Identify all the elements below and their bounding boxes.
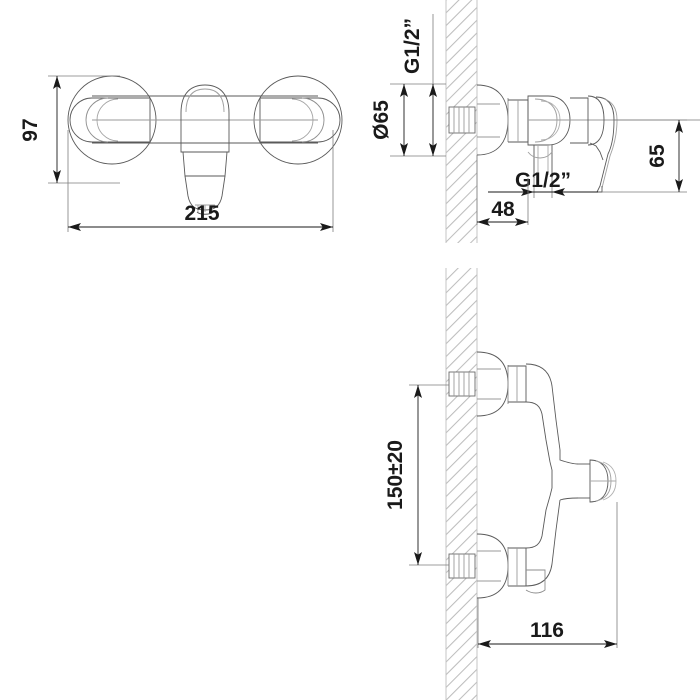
lever-shaft-upper: [182, 151, 228, 177]
arrow-215-right: [320, 223, 333, 231]
arrow-outlet-right: [552, 188, 565, 196]
arrow-150-down: [414, 552, 422, 565]
side-section-view-bottom: 150±20 116: [384, 268, 618, 700]
dimension-front-width: 215: [67, 130, 334, 232]
dimension-label-inlet-thread: G1/2”: [401, 18, 424, 74]
body-upper-shoulder: [559, 450, 579, 465]
wall-section-bottom: [445, 268, 478, 700]
side-section-view-top: Ø65 G1/2” G1/2” 48: [370, 0, 700, 243]
upper-elbow-inner: [525, 401, 551, 463]
arrow-inlet-up: [429, 84, 437, 97]
inlet-nipple-body: [448, 106, 476, 134]
lower-nipple-body: [448, 553, 476, 579]
dimension-projection: 48: [476, 155, 529, 226]
arrow-97-down: [53, 170, 61, 183]
arrow-215-left: [68, 223, 81, 231]
dimension-label-front-height: 97: [19, 118, 42, 141]
dimension-inlet-thread: G1/2”: [401, 14, 437, 156]
lower-elbow-outer: [525, 499, 561, 587]
lever-dome: [180, 84, 230, 153]
hub-cap: [587, 95, 605, 146]
side-top-geometry: [448, 84, 700, 193]
arrow-d65-up: [400, 84, 408, 97]
outlet-spigot-shoulder: [527, 151, 553, 159]
arrow-d65-down: [400, 143, 408, 156]
left-union-barrel: [69, 97, 151, 143]
dimension-label-flange-diameter: Ø65: [370, 100, 393, 140]
front-elevation-view: 97 215: [19, 75, 343, 232]
arrow-48-left: [477, 218, 490, 226]
dimension-label-lever-height: 65: [646, 144, 669, 168]
arrow-65-up: [675, 120, 683, 133]
dimension-lever-height: 65: [602, 119, 687, 193]
dimension-front-height: 97: [19, 75, 120, 184]
dimension-flange-diameter: Ø65: [370, 83, 446, 157]
dimension-label-outlet-thread: G1/2”: [515, 169, 571, 192]
lever-tip-cap: [196, 211, 214, 215]
body-lower-shoulder: [559, 497, 579, 501]
dimension-centre-distance: 150±20: [384, 384, 449, 566]
cartridge-hub: [570, 97, 589, 144]
outlet-spigot-walls: [533, 145, 553, 178]
arrow-97-up: [53, 76, 61, 89]
dimension-depth: 116: [477, 502, 618, 648]
dimension-label-projection: 48: [491, 198, 515, 221]
upper-nipple-body: [448, 371, 476, 397]
left-union-seam: [85, 97, 109, 143]
arrow-116-right: [604, 640, 617, 648]
body-throat-left: [549, 461, 553, 497]
arrow-inlet-down: [429, 143, 437, 156]
dimension-outlet-thread: G1/2”: [488, 169, 598, 198]
right-union-barrel: [259, 97, 341, 143]
lever-arm-underside: [589, 142, 604, 161]
front-view-geometry: [67, 75, 343, 215]
lever-dome-inner: [185, 88, 225, 113]
dimension-label-front-width: 215: [184, 202, 219, 225]
side-bottom-geometry: [448, 351, 617, 599]
dimension-label-centre-distance: 150±20: [384, 440, 407, 510]
arrow-65-down: [675, 179, 683, 192]
lower-outlet-stub: [525, 569, 546, 594]
upper-elbow-outer: [525, 363, 561, 451]
arrow-48-right: [515, 218, 528, 226]
arrow-116-left: [478, 640, 491, 648]
arrow-150-up: [414, 385, 422, 398]
outlet-spigot-thread: [537, 145, 549, 175]
right-union-seam: [301, 97, 325, 143]
lower-elbow-inner: [525, 495, 551, 549]
dimension-label-depth: 116: [530, 619, 564, 642]
wall-hatch-bottom: [446, 268, 477, 700]
arrow-outlet-left: [521, 188, 534, 196]
